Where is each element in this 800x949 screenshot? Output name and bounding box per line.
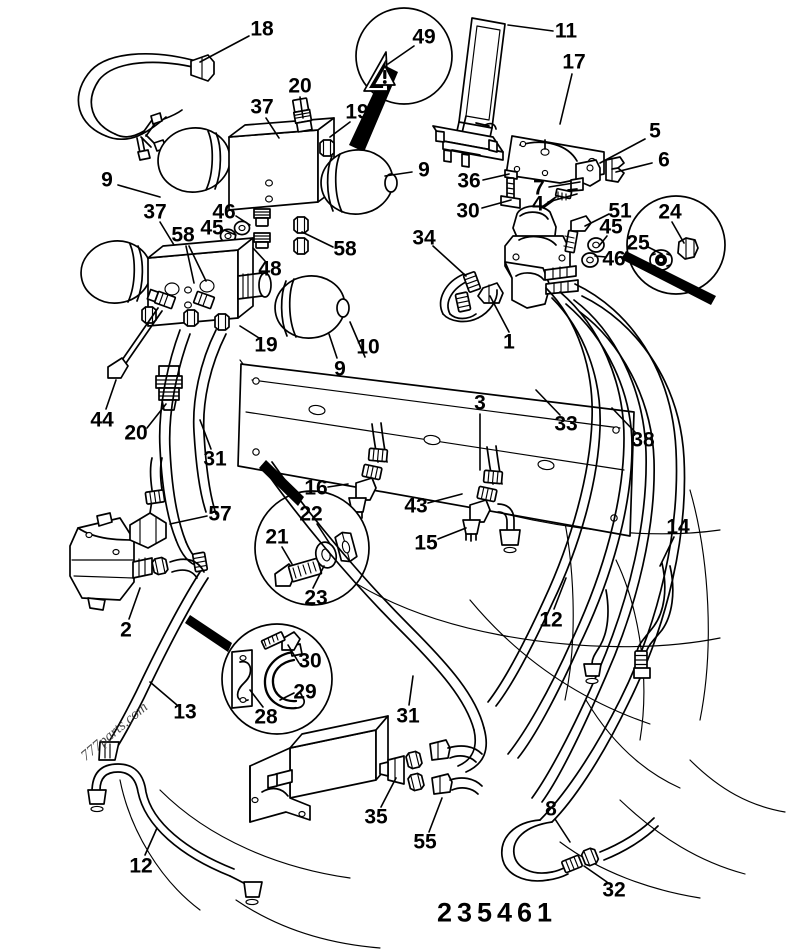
callout-22: 22 [299, 502, 323, 526]
callout-48: 48 [258, 257, 282, 281]
detail-circle-warning [349, 7, 453, 152]
drawing-number: 235461 [436, 897, 558, 928]
callout-37b: 37 [143, 200, 167, 224]
leader-lines [105, 24, 685, 883]
callout-36: 36 [457, 169, 481, 193]
callout-7: 7 [533, 176, 545, 200]
part-37-valve-block-lower [141, 237, 272, 331]
callout-13: 13 [173, 700, 197, 724]
callout-12b: 12 [129, 854, 153, 878]
part-2-valve [69, 457, 205, 611]
callout-43: 43 [404, 494, 428, 518]
callout-15: 15 [414, 531, 438, 555]
callout-5: 5 [649, 119, 661, 143]
callout-4: 4 [532, 192, 544, 216]
callout-9c: 9 [334, 357, 346, 381]
part-11-pedal [432, 17, 506, 168]
part-35-junction-block [249, 715, 483, 823]
part-46-washer [581, 252, 599, 268]
callout-30a: 30 [456, 199, 480, 223]
callout-33: 33 [554, 412, 578, 436]
part-34-hoses [439, 270, 498, 323]
callout-23: 23 [304, 586, 328, 610]
callout-2: 2 [120, 618, 132, 642]
detail-circle-nut [621, 195, 726, 305]
part-12-pipe-lower-left [87, 763, 263, 906]
part-33-cover-plate [237, 363, 635, 537]
callout-12a: 12 [539, 608, 563, 632]
part-45-washer [587, 237, 605, 253]
callout-31b: 31 [396, 704, 420, 728]
callout-35: 35 [364, 805, 388, 829]
callout-45a: 45 [200, 216, 224, 240]
part-13-pipe [98, 571, 209, 761]
callout-11: 11 [554, 19, 578, 43]
part-9-accumulator-upper-right [320, 149, 398, 215]
part-10-accumulator-lower-right [274, 275, 350, 339]
callout-10: 10 [356, 335, 380, 359]
callout-55: 55 [413, 830, 437, 854]
detail-circle-clip [185, 615, 333, 735]
callout-14: 14 [666, 515, 690, 539]
part-37-valve-block-upper [228, 97, 335, 211]
callout-24: 24 [658, 200, 682, 224]
callout-46b: 46 [602, 247, 626, 271]
part-8-32-hose [501, 817, 659, 882]
detail-circle-bolt [254, 460, 370, 606]
callout-21: 21 [265, 525, 289, 549]
callout-32: 32 [602, 878, 626, 902]
callout-57: 57 [208, 502, 232, 526]
part-57-elbow [129, 457, 167, 549]
callout-9a: 9 [418, 158, 430, 182]
hoses-33-38 [487, 283, 686, 823]
callout-58a: 58 [171, 223, 195, 247]
callout-20b: 20 [124, 421, 148, 445]
callout-8: 8 [545, 797, 557, 821]
part-46-washer-b [233, 220, 251, 236]
callout-31a: 31 [203, 447, 227, 471]
part-1-valve-body [477, 205, 605, 309]
part-31-hose-right [261, 461, 488, 773]
callout-18: 18 [250, 17, 274, 41]
part-44-rod [107, 307, 163, 379]
callout-19b: 19 [254, 333, 278, 357]
callout-51: 51 [608, 199, 632, 223]
callout-30b: 30 [298, 649, 322, 673]
callout-16: 16 [304, 476, 328, 500]
callout-1: 1 [503, 330, 515, 354]
callout-29: 29 [293, 680, 317, 704]
callout-9b: 9 [101, 168, 113, 192]
callout-46a: 46 [212, 200, 236, 224]
callout-45b: 45 [599, 215, 623, 239]
callout-58b: 58 [333, 237, 357, 261]
callout-6: 6 [658, 148, 670, 172]
part-14-hose [583, 562, 674, 685]
callout-38: 38 [631, 428, 655, 452]
callout-25: 25 [626, 231, 650, 255]
callout-17: 17 [562, 50, 586, 74]
callout-44: 44 [90, 408, 114, 432]
hose-ends-16-43 [348, 422, 521, 554]
callout-37a: 37 [250, 95, 274, 119]
callout-34: 34 [412, 226, 436, 250]
part-18-harness [77, 53, 215, 161]
callout-3: 3 [474, 391, 486, 415]
part-6-clip [605, 156, 625, 183]
part-9-accumulator-upper-left [157, 127, 231, 193]
callout-19a: 19 [345, 100, 369, 124]
callout-28: 28 [254, 705, 278, 729]
callout-49: 49 [412, 25, 436, 49]
callout-20a: 20 [288, 74, 312, 98]
part-31-hoses-left [158, 329, 227, 573]
part-9-accumulator-lower-left [80, 240, 152, 304]
